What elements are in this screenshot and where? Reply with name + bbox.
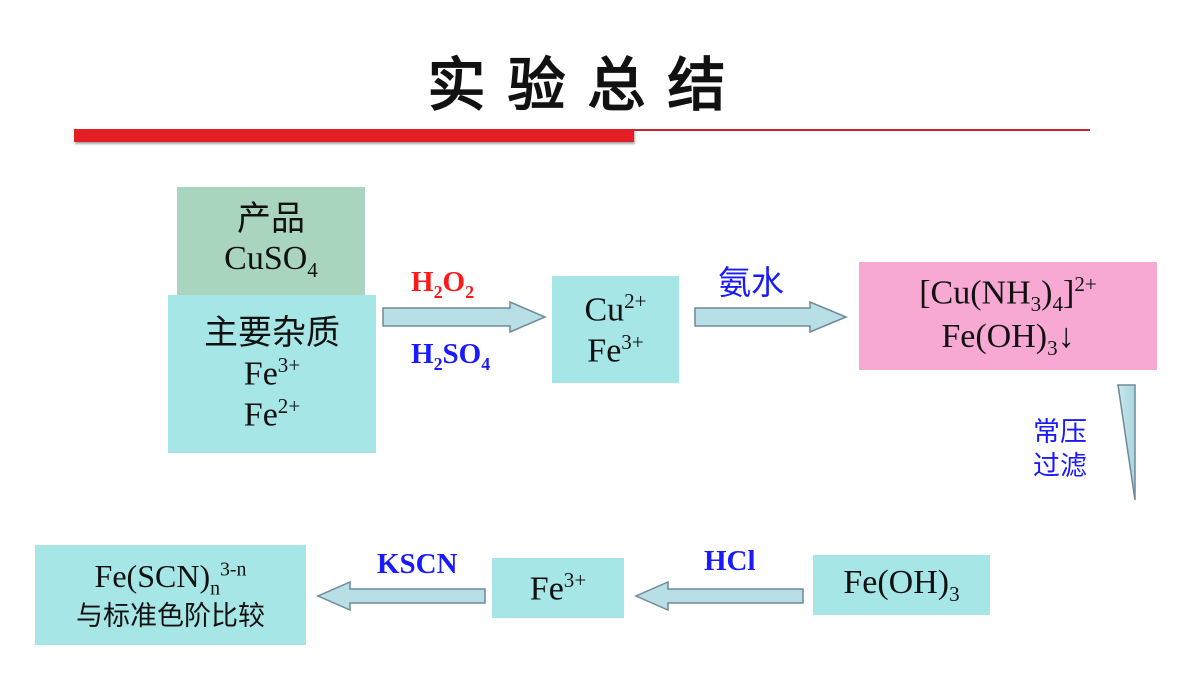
complex-box: [Cu(NH3)4]2+ Fe(OH)3↓ xyxy=(859,262,1157,370)
reagent-h2o2: H2O2 xyxy=(411,266,475,302)
reagent-ammonia: 氨水 xyxy=(718,263,784,302)
impurity-box: 主要杂质 Fe3+ Fe2+ xyxy=(168,295,376,453)
reagent-h2so4: H2SO4 xyxy=(411,338,491,374)
arrow-step5 xyxy=(316,580,486,612)
arrow-step4 xyxy=(634,580,804,612)
fe3-box: Fe3+ xyxy=(492,558,624,618)
hydroxide-box: Fe(OH)3 xyxy=(813,555,990,615)
arrow-step2 xyxy=(694,300,848,334)
final-box: Fe(SCN)n3-n 与标准色阶比较 xyxy=(35,545,306,645)
reagent-hcl: HCl xyxy=(704,545,756,577)
impurity-ion-fe2: Fe2+ xyxy=(243,393,301,433)
filtration-label: 常压 过滤 xyxy=(1033,417,1087,482)
title-underline-thick xyxy=(74,129,634,142)
fe3-formula: Fe3+ xyxy=(529,567,587,608)
hydroxide-formula: Fe(OH)3 xyxy=(843,564,960,607)
impurity-heading: 主要杂质 xyxy=(204,315,340,353)
arrow-step1 xyxy=(382,300,547,334)
product-box: 产品 CuSO4 xyxy=(177,187,365,295)
ion-cu2: Cu2+ xyxy=(584,289,647,329)
ion-fe3: Fe3+ xyxy=(587,329,644,369)
title-underline-thin xyxy=(634,129,1090,131)
compare-color-scale: 与标准色阶比较 xyxy=(76,600,265,632)
arrow-step3-curved xyxy=(1117,384,1136,501)
page-title: 实验总结 xyxy=(427,51,748,119)
reagent-kscn: KSCN xyxy=(377,548,458,580)
product-label: 产品 xyxy=(237,200,305,238)
impurity-ion-fe3: Fe3+ xyxy=(243,353,301,393)
intermediate-ions-box: Cu2+ Fe3+ xyxy=(552,276,679,383)
precipitate-fe-oh3: Fe(OH)3↓ xyxy=(941,317,1075,360)
product-formula: CuSO4 xyxy=(224,240,318,282)
thiocyanate-complex: Fe(SCN)n3-n xyxy=(94,558,247,600)
complex-ion: [Cu(NH3)4]2+ xyxy=(919,272,1097,317)
